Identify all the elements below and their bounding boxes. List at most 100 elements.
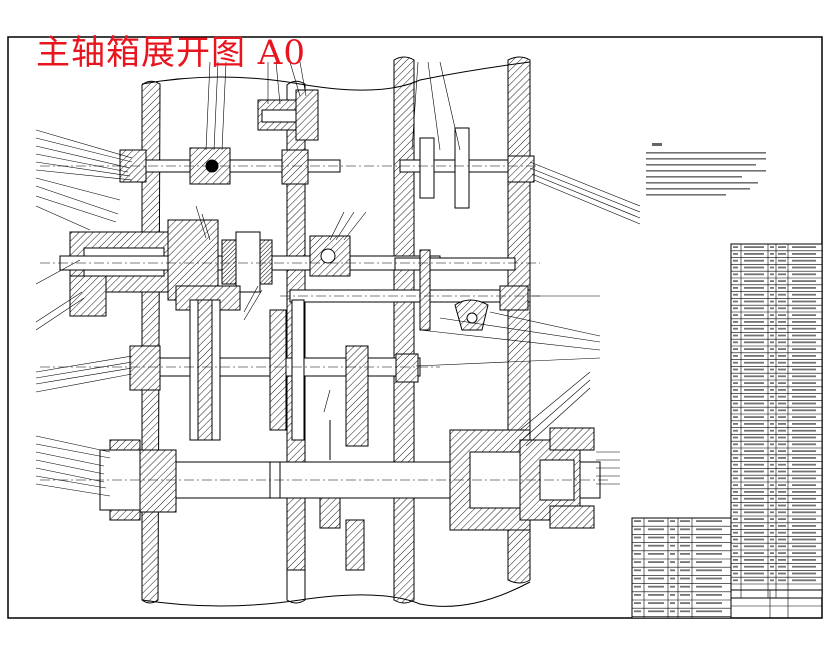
table-cell-text [770,470,774,473]
table-cell-text [733,579,738,582]
table-cell-text [770,409,774,412]
table-cell-text [792,497,816,500]
table-cell-text [770,273,774,276]
table-cell-text [778,538,786,541]
table-cell-text [733,327,738,330]
table-cell-text [744,327,764,330]
table-cell-text [778,436,786,439]
table-cell-text [744,334,764,337]
table-cell-text [792,579,816,582]
table-cell-text [770,504,774,507]
table-cell-text [744,552,764,554]
table-cell-text [733,429,738,432]
table-cell-text [733,559,738,561]
table-cell-text [792,443,816,446]
table-cell-text [680,610,690,613]
table-cell-text [778,518,786,520]
table-cell-text [733,484,738,486]
table-cell-text [770,579,774,582]
table-cell-text [792,477,816,480]
table-cell-text [733,511,738,514]
technical-notes [646,143,766,196]
table-cell-text [670,577,675,580]
table-cell-text [792,273,816,276]
table-cell-text [744,368,764,371]
table-cell-text [696,520,722,522]
table-cell-text [778,395,786,398]
table-cell-text [648,585,664,588]
table-cell-text [778,253,786,255]
table-cell-text [778,470,786,473]
table-cell-text [733,565,738,568]
table-cell-text [778,334,786,337]
table-cell-text [792,429,816,432]
table-cell-text [670,610,675,613]
table-cell-text [680,528,690,531]
table-cell-text [792,355,816,357]
table-cell-text [696,528,722,531]
table-cell-text [670,569,675,572]
table-cell-text [770,266,774,269]
table-cell-text [770,246,774,248]
table-cell-text [648,569,664,572]
table-cell-text [770,525,774,527]
table-cell-text [670,585,675,588]
table-cell-text [696,610,722,613]
table-cell-text [792,348,816,350]
table-cell-text [770,416,774,418]
table-cell-text [634,520,641,522]
table-cell-text [744,361,764,364]
table-cell-text [770,423,774,425]
table-cell-text [733,525,738,527]
table-cell-text [744,402,764,405]
table-cell-text [744,463,764,466]
table-cell-text [792,259,816,262]
table-cell-text [696,577,722,580]
table-cell-text [778,259,786,262]
table-cell-text [680,536,690,539]
table-cell-text [778,348,786,350]
table-cell-text [744,259,764,262]
table-cell-text [733,361,738,364]
table-cell-text [744,545,764,548]
table-cell-text [792,450,816,452]
table-cell-text [770,497,774,500]
table-cell-text [670,602,675,604]
table-cell-text [778,307,786,310]
table-cell-text [778,389,786,391]
table-cell-text [670,544,675,547]
table-cell-text [770,429,774,432]
table-cell-text [778,463,786,466]
shaft-2 [59,219,441,317]
table-cell-text [744,525,764,527]
table-cell-text [744,307,764,310]
table-cell-text [744,538,764,541]
table-cell-text [770,321,774,323]
table-cell-text [770,511,774,514]
table-cell-text [733,253,738,255]
table-cell-text [770,341,774,344]
table-cell-text [770,450,774,452]
table-cell-text [744,450,764,452]
table-cell-text [634,536,641,539]
table-cell-text [744,497,764,500]
table-cell-text [733,409,738,412]
table-cell-text [778,280,786,282]
table-cell-text [778,300,786,303]
table-cell-text [778,402,786,405]
table-cell-text [744,246,764,248]
table-cell-text [778,416,786,418]
table-cell-text [696,553,722,555]
table-cell-text [744,348,764,350]
table-cell-text [744,382,764,384]
table-cell-text [634,569,641,572]
table-cell-text [792,300,816,303]
table-cell-text [792,538,816,541]
table-cell-text [770,559,774,561]
table-cell-text [792,341,816,344]
table-cell-text [770,565,774,568]
table-cell-text [733,572,738,575]
table-cell-text [792,463,816,466]
table-cell-text [733,491,738,493]
